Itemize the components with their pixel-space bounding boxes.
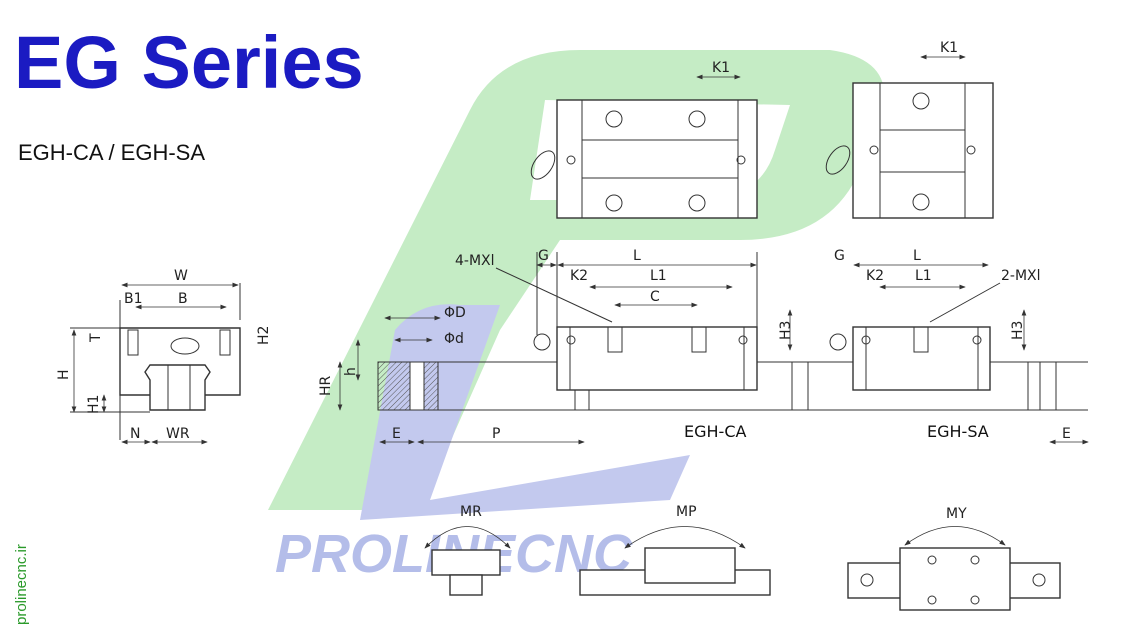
moment-MR: MR bbox=[460, 504, 482, 520]
dim-L1-sa: L1 bbox=[915, 268, 932, 284]
dim-WR: WR bbox=[166, 426, 190, 442]
dim-L-sa: L bbox=[913, 248, 921, 264]
dim-K1-sa: K1 bbox=[940, 40, 958, 56]
dim-B: B bbox=[178, 291, 188, 307]
moment-MP: MP bbox=[676, 504, 697, 520]
sa-caption: EGH-SA bbox=[927, 422, 989, 441]
dim-phid: Φd bbox=[444, 331, 464, 347]
dim-N: N bbox=[130, 426, 140, 442]
side-view: 4-MXl G L K2 L1 C H3 EGH-CA ΦD Φd h HR E… bbox=[318, 248, 1089, 445]
dim-L-ca: L bbox=[633, 248, 641, 264]
dim-E: E bbox=[392, 426, 401, 442]
moment-MY: MY bbox=[946, 506, 967, 522]
cross-section-view: W B1 B T H2 H H1 N WR bbox=[56, 268, 272, 445]
dim-W: W bbox=[174, 268, 188, 284]
dim-phiD: ΦD bbox=[444, 305, 466, 321]
dim-K2-ca: K2 bbox=[570, 268, 588, 284]
dim-P: P bbox=[492, 426, 500, 442]
dim-G-ca: G bbox=[538, 248, 549, 264]
dim-B1: B1 bbox=[124, 291, 143, 307]
dim-H2: H2 bbox=[256, 326, 272, 345]
dim-H3-sa: H3 bbox=[1010, 321, 1026, 340]
dim-K1-ca: K1 bbox=[712, 60, 730, 76]
sa-tap-label: 2-MXl bbox=[1001, 268, 1041, 284]
model-subtitle: EGH-CA / EGH-SA bbox=[18, 140, 205, 165]
dim-HR: HR bbox=[318, 375, 334, 396]
dim-C: C bbox=[650, 289, 660, 305]
dim-H: H bbox=[56, 369, 72, 380]
dim-h: h bbox=[343, 367, 359, 376]
dim-H3-ca: H3 bbox=[778, 321, 794, 340]
dim-T: T bbox=[88, 333, 104, 343]
ca-tap-label: 4-MXl bbox=[455, 253, 495, 269]
dim-K2-sa: K2 bbox=[866, 268, 884, 284]
page-title: EG Series bbox=[14, 21, 364, 104]
ca-caption: EGH-CA bbox=[684, 422, 746, 441]
dim-G-sa: G bbox=[834, 248, 845, 264]
moment-diagrams: MR MP MY bbox=[424, 504, 1061, 611]
dim-H1: H1 bbox=[86, 395, 102, 414]
top-view-sa: K1 bbox=[825, 40, 994, 219]
top-view-ca: K1 bbox=[530, 60, 758, 219]
dim-E-sa: E bbox=[1062, 426, 1071, 442]
dim-L1-ca: L1 bbox=[650, 268, 667, 284]
website-label: prolinecnc.ir bbox=[13, 544, 30, 625]
